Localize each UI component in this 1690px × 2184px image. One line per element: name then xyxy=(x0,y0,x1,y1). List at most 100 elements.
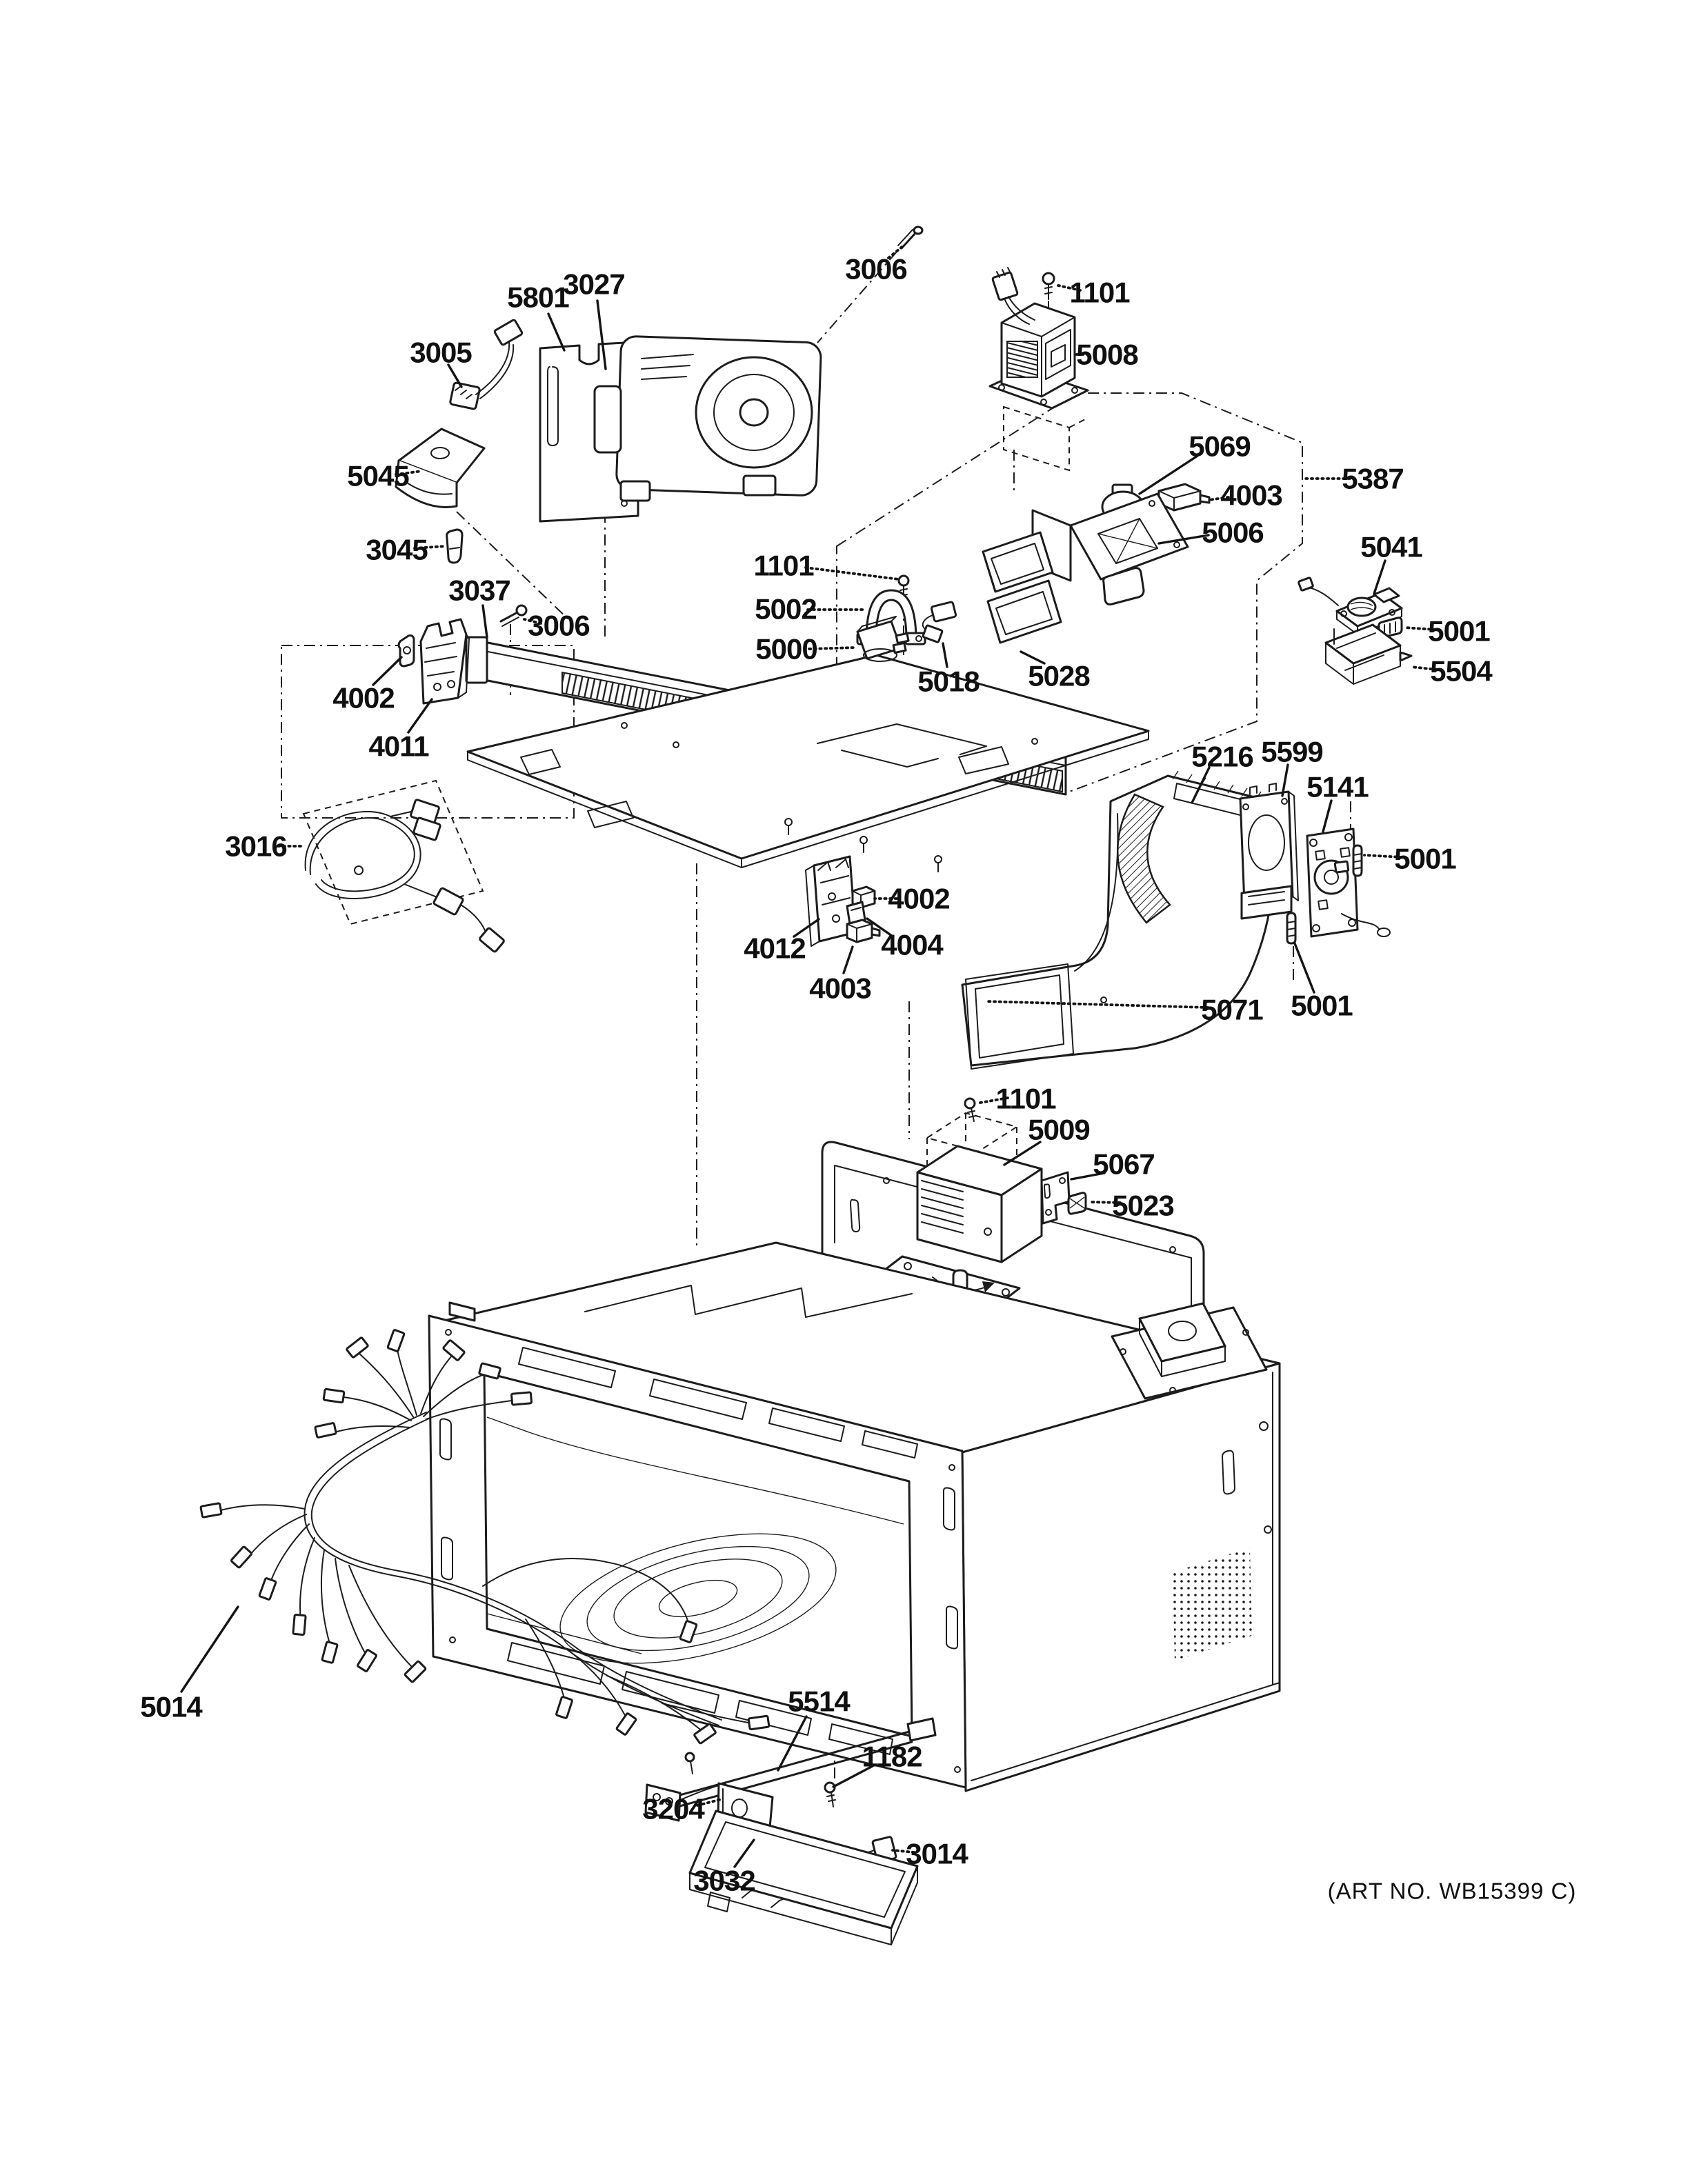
part-number-label: 3016 xyxy=(225,830,286,863)
latch-board-4012 xyxy=(805,855,857,947)
callout-5008: 5008 xyxy=(1075,339,1139,371)
part-number-label: 5001 xyxy=(1394,843,1456,875)
clip-4002-left xyxy=(397,634,415,668)
callout-5000: 5000 xyxy=(755,633,857,665)
leader-line xyxy=(481,604,488,639)
callout-5514: 5514 xyxy=(777,1685,851,1772)
part-number-label: 5514 xyxy=(788,1685,851,1718)
part-number-label: 5387 xyxy=(1342,463,1403,495)
callout-5006: 5006 xyxy=(1157,517,1264,549)
part-number-label: 5009 xyxy=(1028,1114,1089,1146)
transformer-5008 xyxy=(988,267,1089,472)
callout-3016: 3016 xyxy=(225,830,306,863)
mount-4004 xyxy=(846,901,866,925)
callout-4002-left: 4002 xyxy=(332,656,403,714)
callout-5387: 5387 xyxy=(1304,463,1404,495)
part-number-label: 5069 xyxy=(1189,430,1250,463)
part-number-label: 5000 xyxy=(755,633,817,665)
part-number-label: 4004 xyxy=(881,929,944,961)
leader-line xyxy=(1138,454,1199,495)
callout-5504: 5504 xyxy=(1410,655,1493,688)
leader-line xyxy=(1087,1201,1122,1204)
leader-line xyxy=(547,312,566,352)
callout-5001-a: 5001 xyxy=(1403,615,1491,648)
screw-1182 xyxy=(824,1781,836,1807)
screw-5001-b xyxy=(1352,844,1363,877)
leader-line xyxy=(1410,665,1438,671)
leader-line xyxy=(808,646,857,650)
screw-1101-low xyxy=(964,1097,977,1122)
thermostat-5000 xyxy=(856,616,910,662)
leader-line xyxy=(832,1765,874,1788)
art-number: (ART NO. WB15399 C) xyxy=(1328,1879,1577,1904)
screw-3006-top xyxy=(897,226,924,250)
callout-4003-up: 4003 xyxy=(1207,479,1283,512)
leader-line xyxy=(793,918,820,938)
callout-5023: 5023 xyxy=(1087,1190,1175,1222)
screw-3006-left xyxy=(499,604,528,627)
leader-line xyxy=(887,244,905,259)
callout-1182: 1182 xyxy=(832,1741,923,1788)
control-board-5141 xyxy=(1306,828,1391,938)
leader-line xyxy=(1373,559,1386,595)
leader-line xyxy=(1322,799,1333,833)
part-number-label: 3005 xyxy=(410,337,472,369)
lamp-wire-3005 xyxy=(449,319,524,410)
callout-5067: 5067 xyxy=(1070,1148,1155,1181)
callout-3006-top: 3006 xyxy=(845,244,908,285)
fan-frame-5599 xyxy=(1239,783,1299,920)
leader-line xyxy=(372,656,403,686)
assembly-boundary-harness xyxy=(302,779,484,925)
screw-5001-c xyxy=(1286,912,1297,945)
callout-4002-mid: 4002 xyxy=(873,883,951,915)
leader-line xyxy=(596,299,607,370)
leader-line xyxy=(1003,1141,1042,1166)
leader-line xyxy=(804,566,900,581)
part-number-label: 5141 xyxy=(1306,771,1369,803)
part-number-label: 1101 xyxy=(995,1083,1056,1115)
callout-5018: 5018 xyxy=(917,642,980,698)
callout-5599: 5599 xyxy=(1261,736,1324,797)
part-number-label: 5014 xyxy=(140,1691,203,1723)
callout-3204: 3204 xyxy=(642,1793,723,1825)
lamp-bulb-3045 xyxy=(446,528,464,564)
callout-3032: 3032 xyxy=(693,1839,756,1897)
callout-5009: 5009 xyxy=(1003,1114,1091,1166)
callout-4004: 4004 xyxy=(866,917,944,961)
screw-1101-top xyxy=(1042,272,1055,300)
grommet-5023 xyxy=(1067,1192,1087,1215)
leader-line xyxy=(180,1605,239,1693)
part-number-label: 5023 xyxy=(1112,1190,1173,1222)
part-number-label: 5008 xyxy=(1076,339,1138,371)
part-number-label: 3204 xyxy=(642,1793,705,1825)
waveguide-duct-5006 xyxy=(1031,492,1189,605)
leader-line xyxy=(866,917,893,937)
callout-4012: 4012 xyxy=(744,918,820,965)
part-number-label: 5801 xyxy=(507,281,569,314)
leader-line xyxy=(1403,626,1437,631)
leader-line xyxy=(842,945,854,974)
callout-3037: 3037 xyxy=(448,574,511,639)
callout-5041: 5041 xyxy=(1360,531,1423,595)
leader-line xyxy=(891,1849,915,1854)
part-number-label: 4012 xyxy=(744,932,805,965)
leader-line xyxy=(979,1096,1009,1104)
leader-line xyxy=(733,1839,755,1868)
callout-3027: 3027 xyxy=(563,268,626,370)
part-number-label: 4002 xyxy=(332,682,394,714)
oven-top-plate xyxy=(466,654,1150,872)
duct-bracket-5504 xyxy=(1324,623,1413,685)
main-wire-harness-5014 xyxy=(199,1329,771,1745)
part-number-label: 1101 xyxy=(1069,277,1130,309)
grease-tray-3032 xyxy=(688,1810,919,1945)
callout-5002: 5002 xyxy=(755,593,865,625)
part-number-label: 3045 xyxy=(366,534,428,566)
duct-seal-5216 xyxy=(1117,793,1171,924)
leader-line xyxy=(984,1000,1209,1009)
callout-5028: 5028 xyxy=(1020,650,1091,692)
leader-line xyxy=(777,1715,808,1772)
callout-5071: 5071 xyxy=(984,994,1264,1026)
